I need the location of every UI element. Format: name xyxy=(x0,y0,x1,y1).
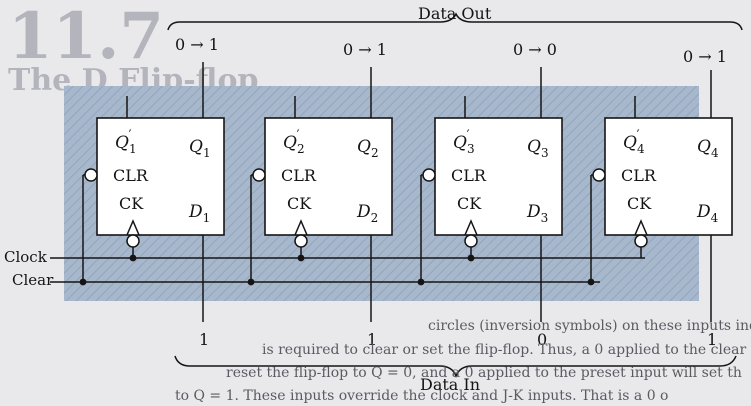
clock-junction-dot xyxy=(129,254,137,262)
data-in-value: 1 xyxy=(367,330,377,349)
flipflop-box xyxy=(96,117,225,236)
data-in-brace xyxy=(174,355,737,379)
flipflop-box xyxy=(264,117,393,236)
q-subscript: 4 xyxy=(711,146,719,160)
ck-label: CK xyxy=(627,194,652,213)
clear-junction-dot xyxy=(79,278,87,286)
ck-label: CK xyxy=(119,194,144,213)
prime-mark: ′ xyxy=(297,128,300,143)
ck-label: CK xyxy=(287,194,312,213)
clr-label: CLR xyxy=(281,166,317,185)
ck-inversion-bubble xyxy=(294,234,308,248)
q-letter: Q xyxy=(189,137,203,157)
qprime-letter: Q xyxy=(115,133,129,153)
ck-inversion-bubble xyxy=(634,234,648,248)
qprime-label: Q4′ xyxy=(623,128,645,156)
q-label: Q4 xyxy=(697,137,719,160)
q-label: Q2 xyxy=(357,137,379,160)
d-label: D1 xyxy=(188,202,210,225)
qprime-label: Q2′ xyxy=(283,128,305,156)
d-letter: D xyxy=(696,202,711,222)
clock-triangle xyxy=(294,219,308,236)
data-in-value: 0 xyxy=(537,330,547,349)
clock-junction-dot xyxy=(467,254,475,262)
background-line: is required to clear or set the flip-flo… xyxy=(262,342,747,358)
data-out-label: Data Out xyxy=(418,4,492,23)
q-transition-label: 0 → 0 xyxy=(513,40,557,59)
clock-label: Clock xyxy=(4,248,48,266)
data-in-value: 1 xyxy=(199,330,209,349)
q-transition-label: 0 → 1 xyxy=(683,47,727,66)
clear-junction-dot xyxy=(587,278,595,286)
qprime-subscript: 2 xyxy=(297,142,305,156)
q-transition-label: 0 → 1 xyxy=(343,40,387,59)
clock-triangle xyxy=(126,219,140,236)
q-letter: Q xyxy=(357,137,371,157)
qprime-letter: Q xyxy=(623,133,637,153)
ck-label: CK xyxy=(457,194,482,213)
qprime-subscript: 1 xyxy=(129,142,137,156)
clock-triangle xyxy=(634,219,648,236)
q-subscript: 3 xyxy=(541,146,549,160)
prime-mark: ′ xyxy=(129,128,132,143)
qprime-letter: Q xyxy=(283,133,297,153)
q-label: Q3 xyxy=(527,137,549,160)
data-in-value: 1 xyxy=(707,330,717,349)
ck-inversion-bubble xyxy=(126,234,140,248)
d-letter: D xyxy=(526,202,541,222)
q-letter: Q xyxy=(527,137,541,157)
q-transition-label: 0 → 1 xyxy=(175,35,219,54)
prime-mark: ′ xyxy=(467,128,470,143)
clr-label: CLR xyxy=(113,166,149,185)
clock-junction-dot xyxy=(297,254,305,262)
qprime-subscript: 4 xyxy=(637,142,645,156)
d-letter: D xyxy=(356,202,371,222)
clr-inversion-bubble xyxy=(422,168,436,182)
qprime-subscript: 3 xyxy=(467,142,475,156)
qprime-letter: Q xyxy=(453,133,467,153)
background-paragraph: circles (inversion symbols) on these inp… xyxy=(175,318,751,404)
q-subscript: 1 xyxy=(203,146,211,160)
d-subscript: 2 xyxy=(371,211,379,225)
flipflop-box xyxy=(604,117,733,236)
flipflop-box xyxy=(434,117,563,236)
d-subscript: 1 xyxy=(203,211,211,225)
clear-label: Clear xyxy=(12,271,54,289)
background-line: reset the flip-flop to Q = 0, and a 0 ap… xyxy=(226,365,742,381)
background-line: circles (inversion symbols) on these inp… xyxy=(428,318,751,334)
q-letter: Q xyxy=(697,137,711,157)
ck-inversion-bubble xyxy=(464,234,478,248)
clear-junction-dot xyxy=(247,278,255,286)
heading-number-ghost: 11.7 xyxy=(8,0,164,74)
d-subscript: 4 xyxy=(711,211,719,225)
d-label: D3 xyxy=(526,202,548,225)
clear-junction-dot xyxy=(417,278,425,286)
qprime-label: Q3′ xyxy=(453,128,475,156)
q-label: Q1 xyxy=(189,137,211,160)
clock-triangle xyxy=(464,219,478,236)
background-line: to Q = 1. These inputs override the cloc… xyxy=(175,388,668,404)
clr-label: CLR xyxy=(621,166,657,185)
d-label: D4 xyxy=(696,202,719,225)
data-out-brace xyxy=(167,12,743,31)
clr-label: CLR xyxy=(451,166,487,185)
d-subscript: 3 xyxy=(541,211,549,225)
q-subscript: 2 xyxy=(371,146,379,160)
clr-inversion-bubble xyxy=(252,168,266,182)
data-in-label: Data In xyxy=(420,375,480,394)
clr-inversion-bubble xyxy=(592,168,606,182)
prime-mark: ′ xyxy=(637,128,640,143)
d-letter: D xyxy=(188,202,203,222)
qprime-label: Q1′ xyxy=(115,128,137,156)
clr-inversion-bubble xyxy=(84,168,98,182)
d-label: D2 xyxy=(356,202,378,225)
